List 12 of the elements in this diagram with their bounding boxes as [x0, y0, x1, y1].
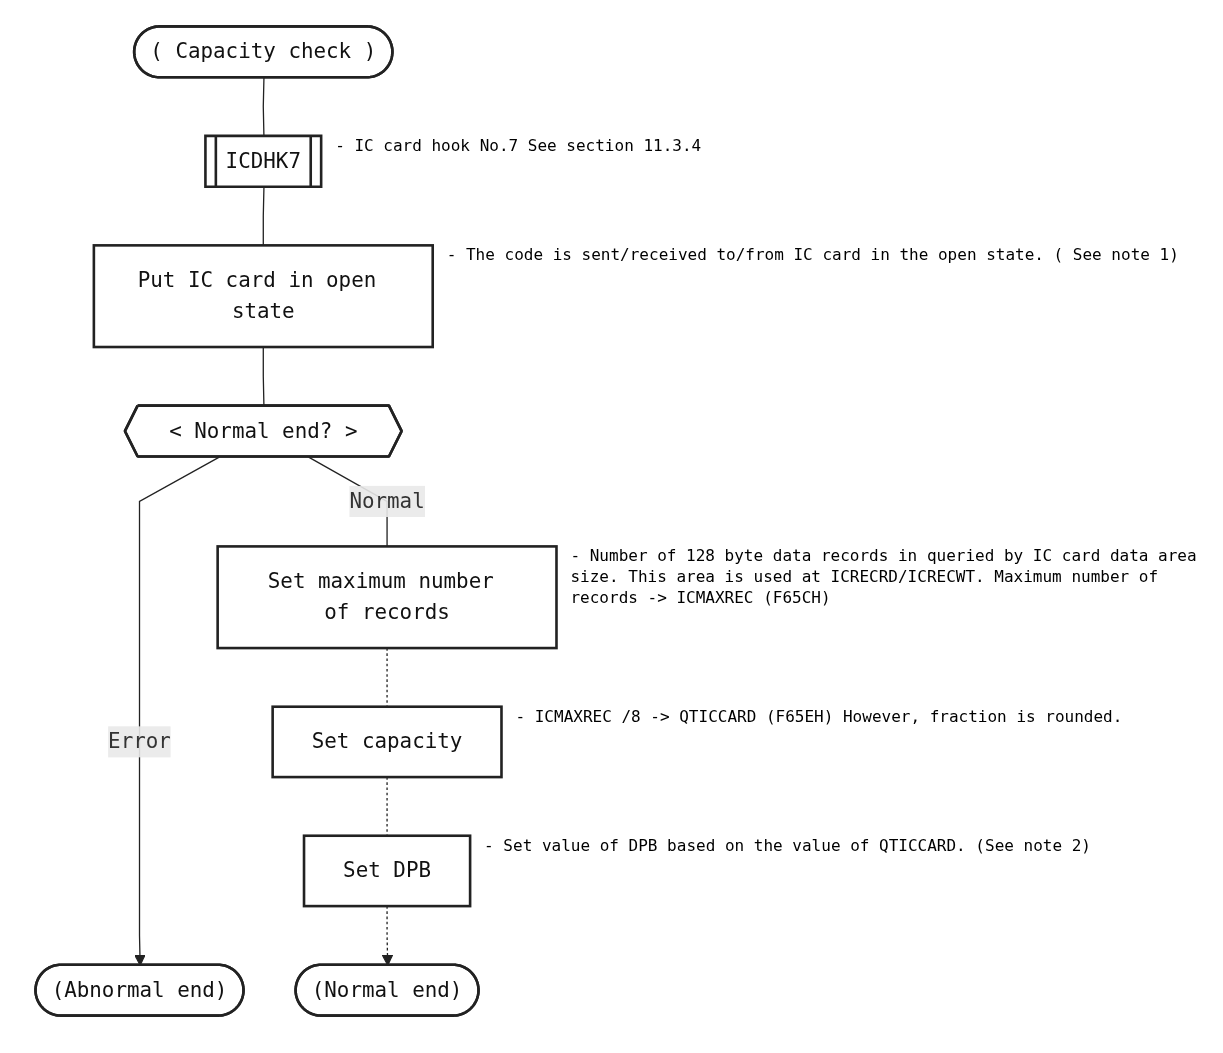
side-note: - The code is sent/received to/from IC card in the open state. ( See note 1) [446, 245, 1180, 267]
side-note: - Number of 128 byte data records in queried by IC card data area size. This area is used at ICRECRD/ICRECWT. Maximum number of records -> ICMAXREC (F65CH) [570, 546, 1198, 609]
side-note: - Set value of DPB based on the value of QTICCARD. (See note 2) [484, 835, 1092, 857]
side-note: - ICMAXREC /8 -> QTICCARD (F65EH) However, fraction is rounded. [515, 706, 1124, 728]
edge-label: Error [108, 728, 171, 754]
node-box: Set maximum number of records [216, 545, 558, 650]
node-box: Set DPB [302, 834, 472, 908]
node-box: Put IC card in open state [92, 244, 434, 349]
connector [262, 186, 265, 246]
edge-label: Normal [349, 488, 425, 514]
side-note: - IC card hook No.7 See section 11.3.4 [335, 135, 703, 157]
node-box: Set capacity [271, 705, 503, 779]
